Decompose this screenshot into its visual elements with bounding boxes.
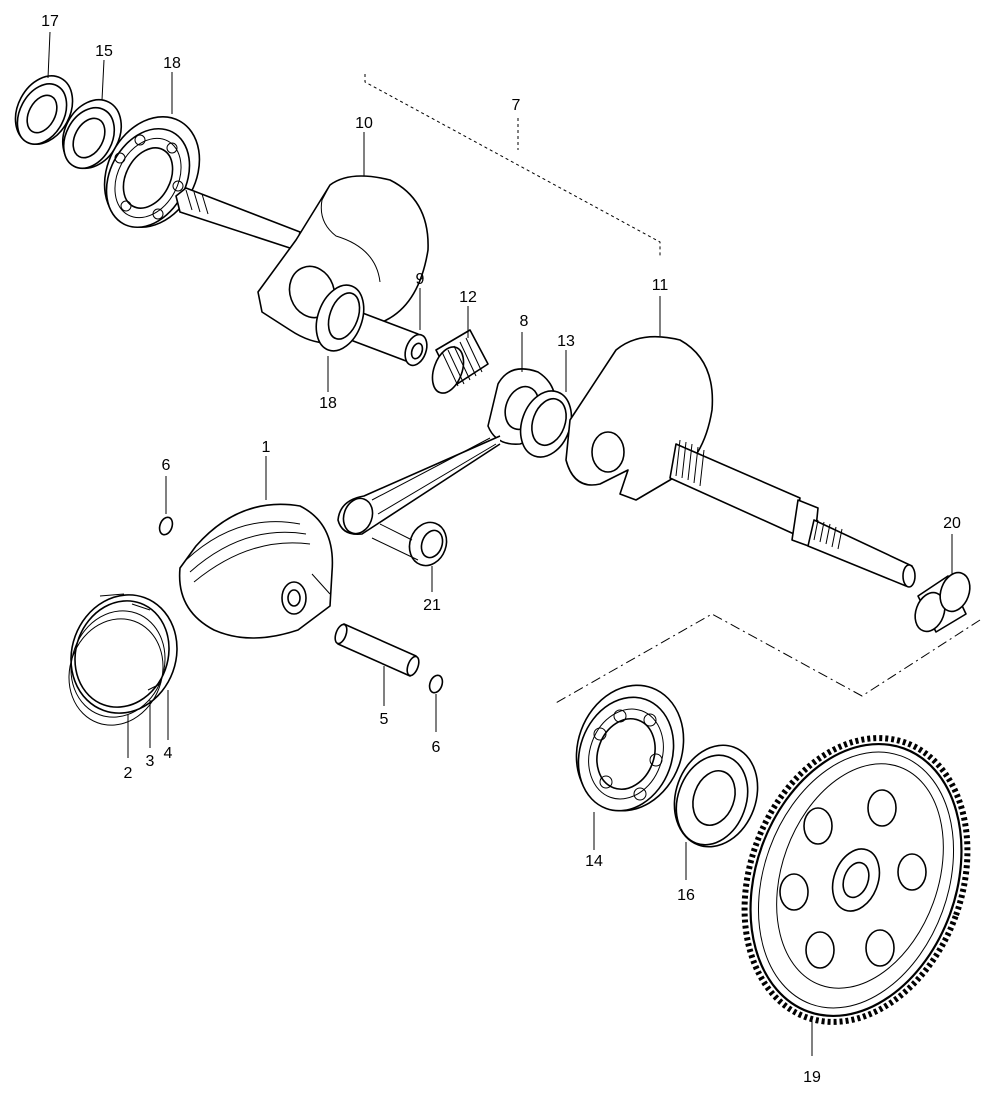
callout-6-right: 6 — [432, 739, 441, 756]
piston-pin-clip-6-right — [428, 674, 444, 694]
lower-assembly-bracket — [553, 613, 981, 705]
callout-11: 11 — [652, 277, 669, 294]
callout-15: 15 — [95, 43, 113, 60]
leader-15 — [101, 59, 105, 101]
callout-5: 5 — [380, 711, 389, 728]
gear-19 — [741, 735, 971, 1025]
ball-bearing-18-top — [103, 115, 201, 229]
callout-12: 12 — [459, 289, 477, 306]
callout-20: 20 — [943, 515, 961, 532]
piston-rings-2-3-4 — [68, 593, 178, 726]
callout-2: 2 — [124, 765, 133, 782]
crankshaft-assembly-bracket — [364, 74, 661, 258]
connecting-rod-8 — [337, 368, 557, 536]
oil-seal-15 — [61, 98, 123, 170]
thrust-washer-18 — [315, 284, 365, 352]
callout-6-left: 6 — [162, 457, 171, 474]
callout-18: 18 — [163, 55, 181, 72]
callout-7: 7 — [512, 97, 521, 114]
oil-seal-16 — [673, 744, 759, 848]
callout-13: 13 — [557, 333, 575, 350]
callout-17: 17 — [41, 13, 59, 30]
callout-21: 21 — [423, 597, 441, 614]
callout-19: 19 — [803, 1069, 821, 1086]
callout-1: 1 — [262, 439, 271, 456]
piston-1 — [178, 503, 334, 639]
callout-16: 16 — [677, 887, 695, 904]
callout-3: 3 — [146, 753, 155, 770]
ball-bearing-14 — [575, 684, 685, 812]
collar-20 — [914, 571, 971, 633]
callout-4: 4 — [164, 745, 173, 762]
oil-seal-17 — [14, 75, 74, 145]
needle-bearing-21 — [371, 521, 448, 567]
crank-half-11 — [565, 335, 916, 588]
callout-10: 10 — [355, 115, 373, 132]
crank-half-10 — [175, 175, 429, 345]
callout-14: 14 — [585, 853, 603, 870]
leader-17 — [47, 31, 51, 79]
piston-pin-5 — [334, 623, 420, 677]
callout-18-washer: 18 — [319, 395, 337, 412]
callout-9: 9 — [416, 271, 425, 288]
piston-pin-clip-6-left — [158, 516, 174, 536]
callout-8: 8 — [520, 313, 529, 330]
needle-bearing-12 — [431, 329, 489, 394]
thrust-washer-13 — [519, 390, 573, 458]
